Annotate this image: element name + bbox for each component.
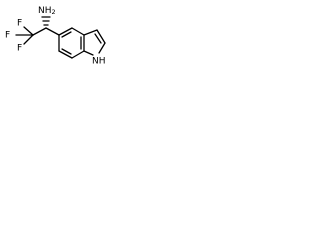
bond-c3a-c4 xyxy=(71,27,85,36)
bond-c7-c7a xyxy=(71,50,85,59)
bond-chiral-cf3 xyxy=(32,27,47,36)
bond-n1-c7a xyxy=(83,50,94,56)
hashed-wedge-bond xyxy=(41,16,51,26)
bond-cf3-f-top xyxy=(23,26,34,36)
bond-c3-c2 xyxy=(96,29,106,44)
atom-f-top: F xyxy=(17,19,22,29)
bond-c6-c7 xyxy=(58,50,73,59)
bond-c4-c5 xyxy=(58,27,73,36)
double-bond-c3-c2 xyxy=(94,33,102,44)
structure-canvas: NH2 F F F NH xyxy=(0,0,121,85)
atom-f-bottom: F xyxy=(17,44,22,54)
bond-cf3-f-bottom xyxy=(23,34,34,45)
double-bond-c6-c7 xyxy=(61,48,72,55)
atom-nh-indole: NH xyxy=(92,57,106,67)
atom-f-left: F xyxy=(5,31,10,41)
double-bond-c4-c5 xyxy=(61,31,72,38)
atom-nh2: NH2 xyxy=(38,6,56,17)
bond-c5-chiral xyxy=(45,27,60,36)
bond-c3a-c3 xyxy=(83,29,98,36)
molecule-structure: NH2 F F F NH xyxy=(5,6,106,67)
bond-c2-n1 xyxy=(98,42,106,54)
